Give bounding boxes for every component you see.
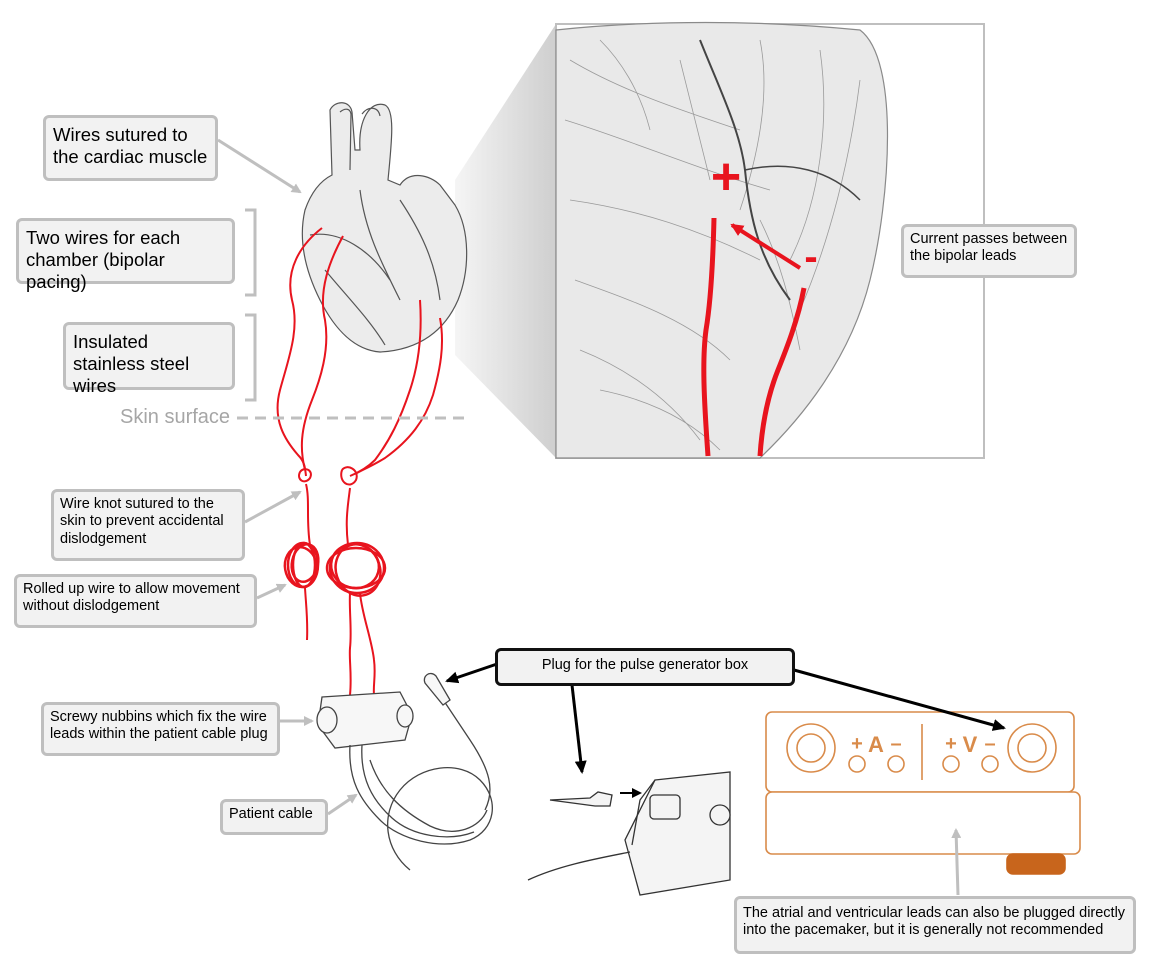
zoom-wire-negative xyxy=(757,287,807,457)
callout-insulated: Insulated stainless steel wires xyxy=(63,322,235,396)
callout-wire-knot: Wire knot sutured to the skin to prevent… xyxy=(51,489,245,561)
zoom-heart-fill xyxy=(555,21,889,459)
device-a: A xyxy=(868,732,884,757)
callout-rolled-wire: Rolled up wire to allow movement without… xyxy=(14,574,257,628)
device-plus-a: + xyxy=(851,733,863,755)
callout-current: Current passes between the bipolar leads xyxy=(901,224,1077,278)
pacemaker-device: + A – + V – xyxy=(765,711,1081,875)
callout-plug: Plug for the pulse generator box xyxy=(495,648,795,686)
callout-two-wires: Two wires for each chamber (bipolar paci… xyxy=(16,218,235,292)
device-minus-a: – xyxy=(890,733,901,755)
wire-coils xyxy=(283,541,387,597)
wire-knots xyxy=(298,466,358,486)
device-minus-v: – xyxy=(984,733,995,755)
zoom-vessel-branch xyxy=(744,165,861,201)
callout-connectors xyxy=(217,138,962,896)
zoom-funnel xyxy=(455,24,556,458)
generator-sketch xyxy=(527,771,731,896)
zoom-wire-positive xyxy=(701,217,717,457)
wire-lower xyxy=(304,587,376,696)
callout-wires-sutured: Wires sutured to the cardiac muscle xyxy=(43,115,218,181)
heart-wires xyxy=(276,227,443,477)
plug-arrows xyxy=(445,662,1006,774)
device-v: V xyxy=(963,732,978,757)
minus-symbol: - xyxy=(804,235,817,279)
heart-sketch xyxy=(301,102,468,353)
device-plus-v: + xyxy=(945,733,957,755)
patient-cable-sketch xyxy=(316,672,493,871)
plus-symbol: + xyxy=(711,148,741,206)
current-arrow xyxy=(730,223,802,270)
callout-screwy-nubbins: Screwy nubbins which fix the wire leads … xyxy=(41,702,280,756)
skin-surface-label: Skin surface xyxy=(120,406,231,428)
callout-patient-cable: Patient cable xyxy=(220,799,328,835)
wire-middle xyxy=(305,483,351,546)
callout-direct-plug: The atrial and ventricular leads can als… xyxy=(734,896,1136,954)
